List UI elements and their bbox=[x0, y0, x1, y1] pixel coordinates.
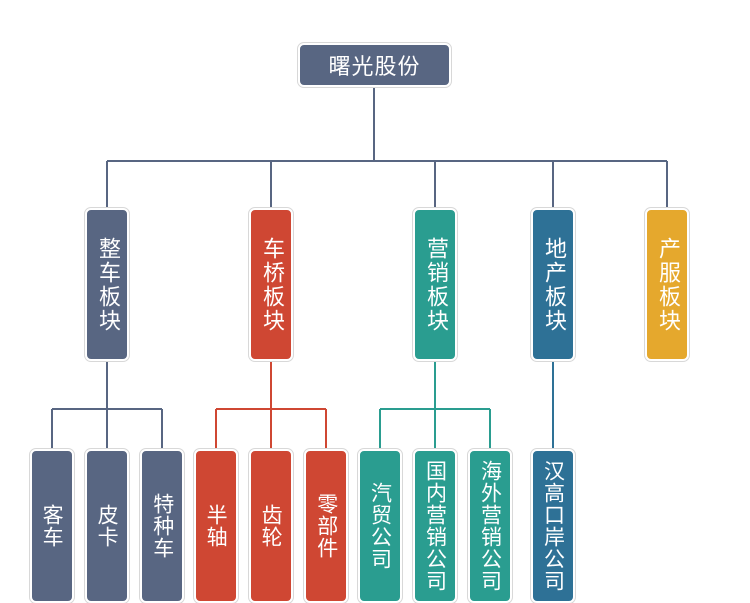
sector-node-vehicles: 整车板块 bbox=[84, 207, 130, 362]
sector-node-realestate: 地产板块 bbox=[530, 207, 576, 362]
connector-sector-marketing bbox=[379, 361, 491, 449]
connector-root-bus bbox=[106, 87, 668, 208]
leaf-label: 齿轮 bbox=[259, 504, 284, 548]
leaf-node-special-vehicle: 特种车 bbox=[139, 448, 185, 603]
leaf-label: 国内营销公司 bbox=[423, 460, 448, 592]
leaf-node-bus: 客车 bbox=[29, 448, 75, 603]
sector-label: 产服板块 bbox=[655, 236, 680, 333]
sector-label: 地产板块 bbox=[541, 236, 566, 333]
sector-label: 营销板块 bbox=[423, 236, 448, 333]
sector-node-axles: 车桥板块 bbox=[248, 207, 294, 362]
root-label: 曙光股份 bbox=[328, 55, 421, 80]
leaf-label: 皮卡 bbox=[95, 504, 120, 548]
leaf-label: 汽贸公司 bbox=[368, 482, 393, 570]
leaf-node-domestic-marketing: 国内营销公司 bbox=[412, 448, 458, 603]
sector-label: 车桥板块 bbox=[259, 236, 284, 333]
leaf-node-pickup: 皮卡 bbox=[84, 448, 130, 603]
leaf-node-half-shaft: 半轴 bbox=[193, 448, 239, 603]
leaf-node-overseas-marketing: 海外营销公司 bbox=[467, 448, 513, 603]
leaf-label: 特种车 bbox=[150, 493, 175, 559]
leaf-label: 零部件 bbox=[314, 493, 339, 559]
connector-sector-vehicles bbox=[51, 361, 163, 449]
sector-node-services: 产服板块 bbox=[644, 207, 690, 362]
connector-sector-axles bbox=[215, 361, 327, 449]
leaf-label: 客车 bbox=[40, 504, 65, 548]
leaf-label: 海外营销公司 bbox=[478, 460, 503, 592]
root-node: 曙光股份 bbox=[297, 42, 452, 88]
sector-label: 整车板块 bbox=[95, 236, 120, 333]
leaf-label: 半轴 bbox=[204, 504, 229, 548]
leaf-node-gear: 齿轮 bbox=[248, 448, 294, 603]
leaf-node-hangao-port: 汉高口岸公司 bbox=[530, 448, 576, 603]
leaf-node-parts: 零部件 bbox=[303, 448, 349, 603]
leaf-label: 汉高口岸公司 bbox=[541, 460, 566, 592]
sector-node-marketing: 营销板块 bbox=[412, 207, 458, 362]
leaf-node-auto-trade: 汽贸公司 bbox=[357, 448, 403, 603]
